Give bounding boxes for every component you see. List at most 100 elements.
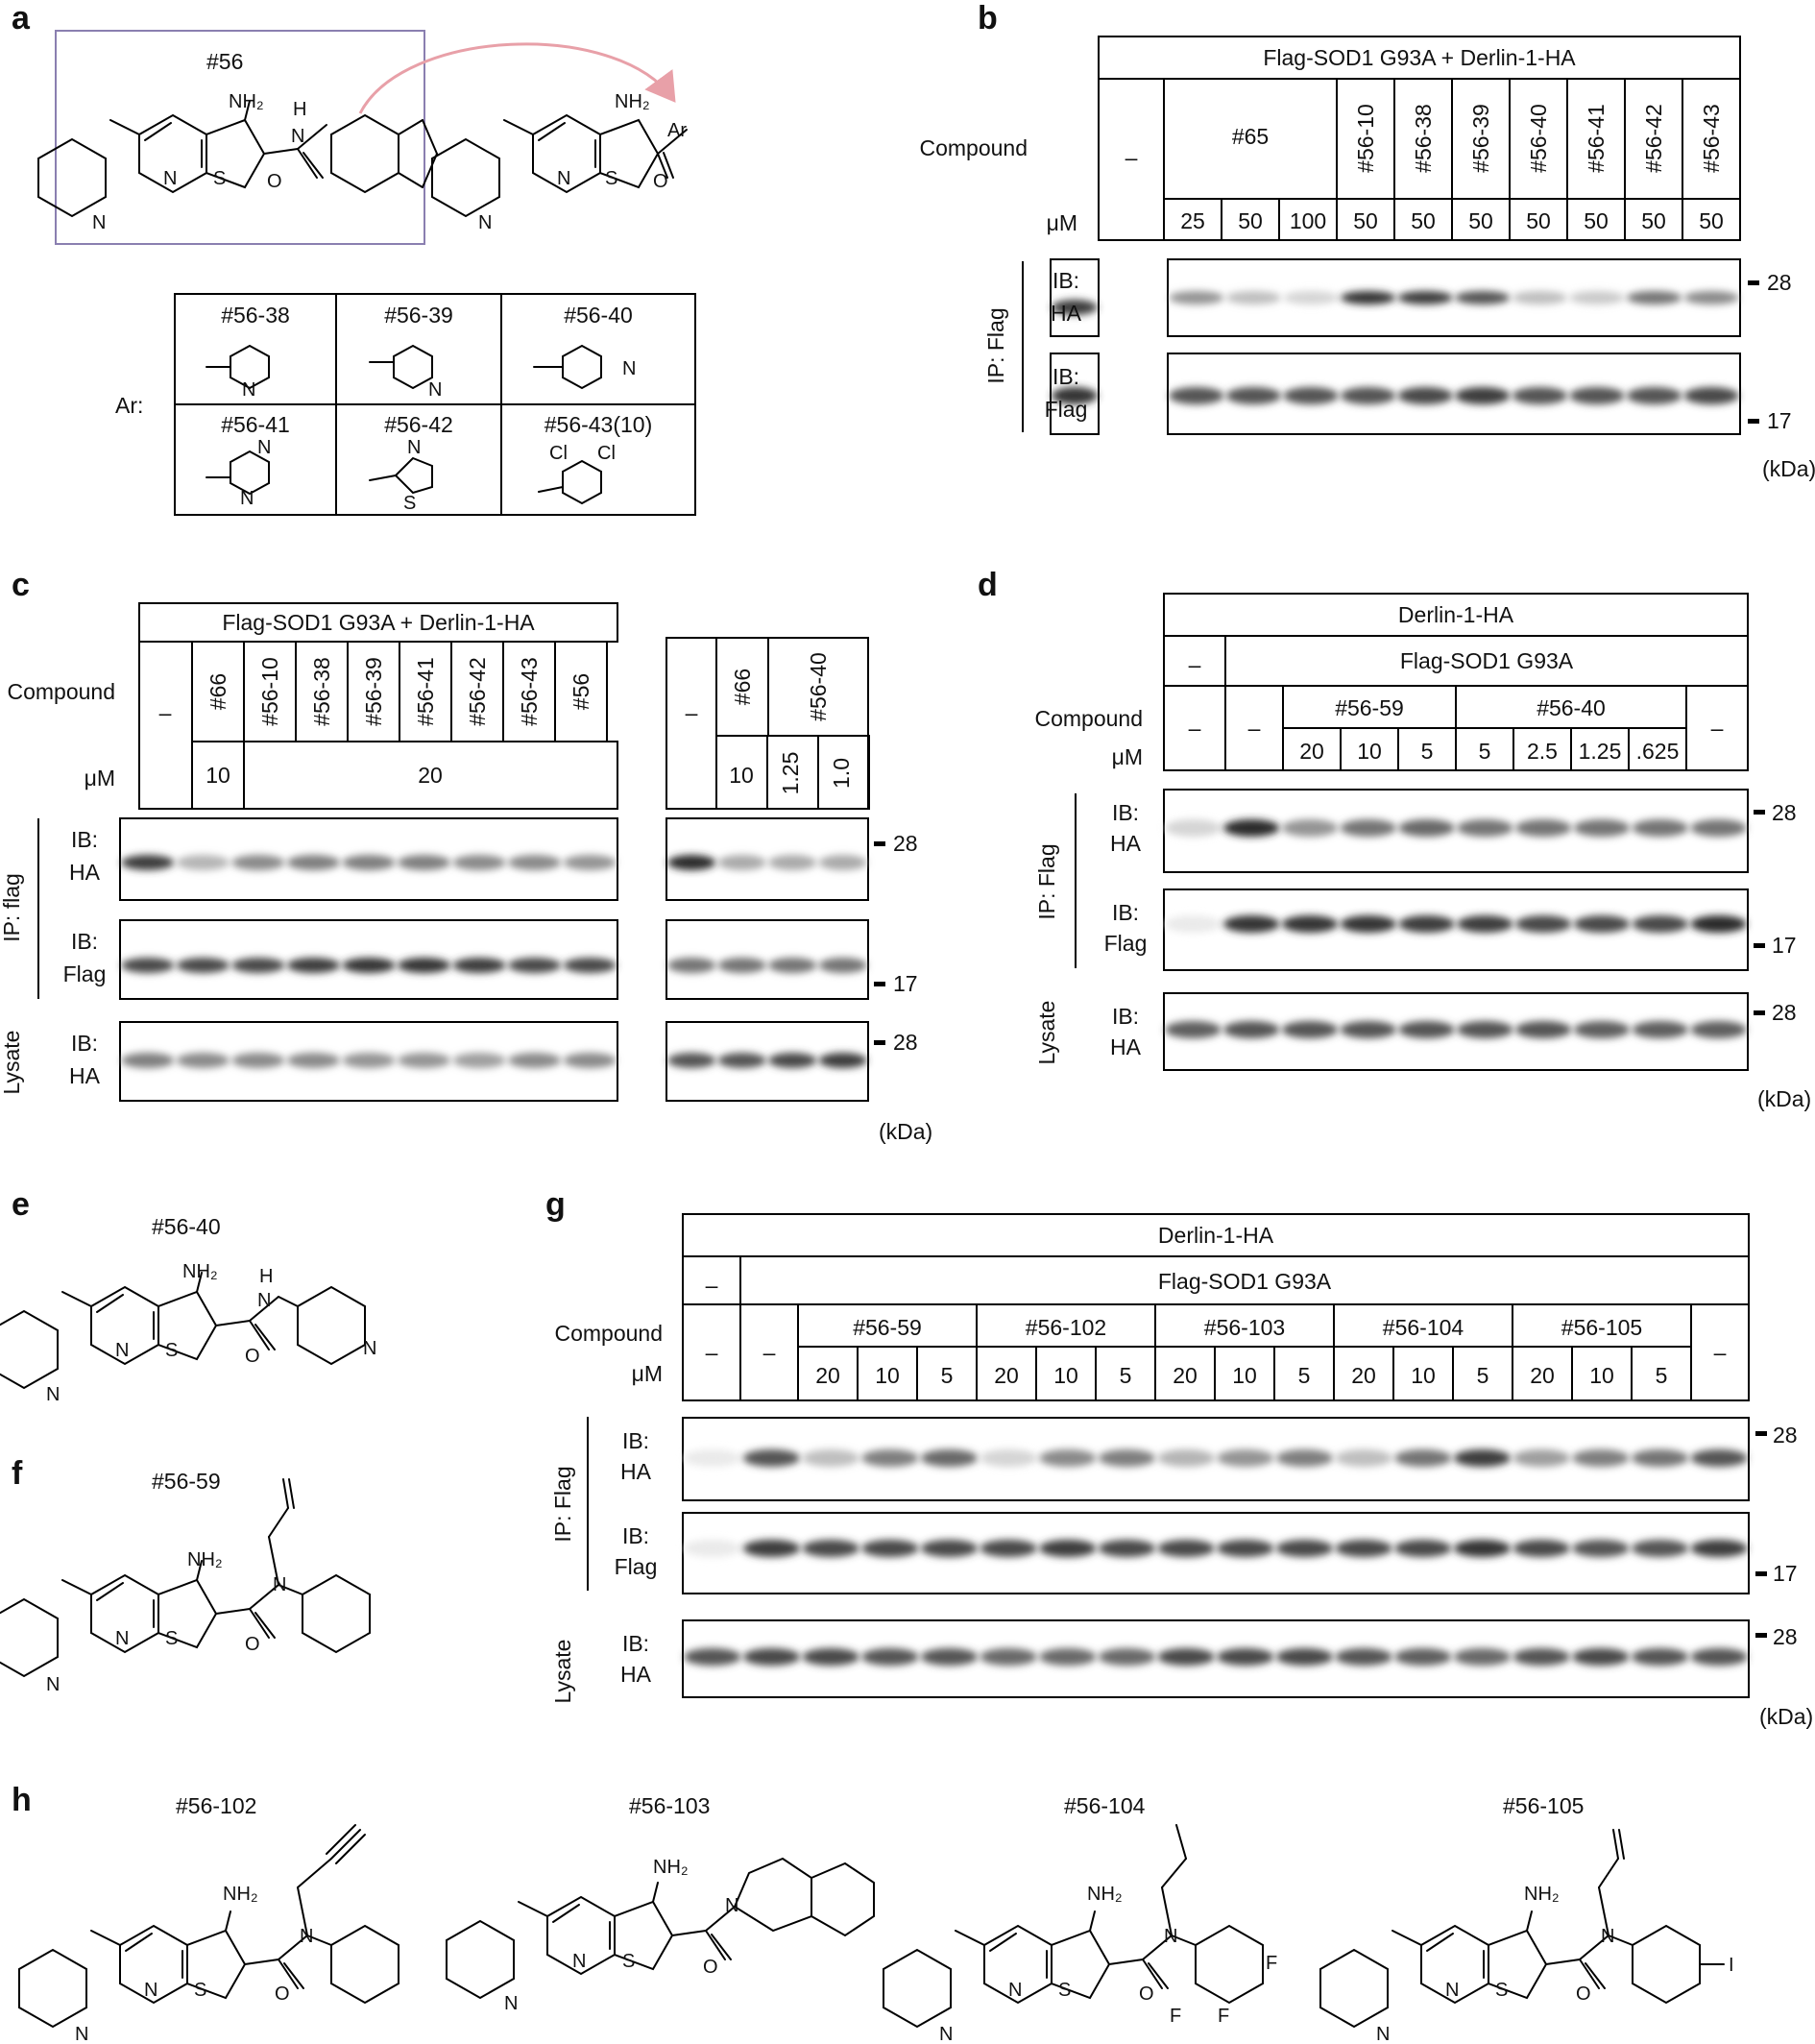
control-dash: – [1248, 716, 1261, 741]
band [1340, 819, 1396, 837]
band [1281, 1021, 1339, 1038]
ar-cl-atom: Cl [597, 443, 616, 464]
dose-value: 50 [1641, 208, 1666, 233]
control-dash: – [686, 700, 698, 725]
ar-cell-label: #56-43(10) [544, 412, 653, 437]
panel-letter-h: h [12, 1782, 32, 1818]
marker-tick [1754, 1010, 1765, 1015]
ar-cell-label: #56-42 [384, 412, 453, 437]
band [920, 1648, 979, 1666]
compound-56-s: S [213, 168, 226, 189]
d-lysate-label: Lysate [1034, 1001, 1059, 1065]
e-n: N [115, 1340, 129, 1361]
b-ib-flag-label-2: Flag [1045, 397, 1088, 422]
dose-value: 50 [1584, 208, 1609, 233]
band [1223, 1021, 1280, 1038]
band [768, 1053, 817, 1068]
c-compound-columns: –#66#56-10#56-38#56-39#56-41#56-42#56-43… [138, 637, 870, 810]
marker-tick [874, 841, 885, 846]
blot-frame [1163, 888, 1749, 971]
band [684, 1449, 741, 1467]
band [1335, 1540, 1392, 1557]
ib-label: IB: [1112, 1004, 1139, 1029]
blot-frame [1163, 789, 1749, 873]
d-header: Derlin-1-HA [1398, 602, 1514, 627]
band [1157, 1648, 1215, 1666]
c-compound-label: Compound [7, 679, 115, 704]
ib-label: IB: [71, 827, 98, 852]
dose-value: 5 [1479, 739, 1491, 764]
h104-f2: F [1218, 2006, 1229, 2027]
compound-group-label: #56-105 [1561, 1315, 1642, 1340]
band [1283, 291, 1339, 304]
band [1512, 1449, 1570, 1467]
dose-value: 20 [418, 763, 443, 788]
control-dash: – [1711, 716, 1724, 741]
band [1512, 387, 1568, 404]
band [1631, 1648, 1689, 1666]
blot-frame-right [666, 919, 869, 1000]
panel-letter-f: f [12, 1455, 23, 1492]
band [1572, 1540, 1630, 1557]
thiazolyl-ring [369, 456, 433, 495]
dose-value: 5 [1421, 739, 1434, 764]
ar-n-atom: N [622, 358, 636, 379]
band [861, 1648, 919, 1666]
f-nh2: NH₂ [187, 1549, 223, 1570]
band [1690, 1648, 1748, 1666]
c-marker-28-b: 28 [893, 1030, 918, 1055]
dose-value: 50 [1699, 208, 1724, 233]
h-label-104: #56-104 [1064, 1793, 1146, 1818]
dose-value: 50 [1353, 208, 1378, 233]
ar-n-atom: N [240, 488, 254, 509]
band [1397, 387, 1453, 404]
ar-cell-label: #56-39 [384, 303, 453, 328]
band [1039, 1540, 1097, 1557]
band [452, 855, 506, 870]
c-um-label: μM [85, 766, 115, 791]
band [684, 1648, 741, 1666]
d-marker-17: 17 [1772, 933, 1797, 958]
dose-value: 100 [1290, 208, 1326, 233]
band [342, 855, 396, 870]
band [1340, 915, 1396, 933]
band [1569, 291, 1625, 304]
band [176, 958, 230, 973]
compound-column-label: #66 [206, 673, 230, 710]
band [920, 1449, 979, 1467]
panel-letter-c: c [12, 567, 30, 603]
band [563, 1053, 617, 1068]
band [1217, 1540, 1274, 1557]
compound-56-highlight-box [55, 30, 425, 245]
b-compound-label: Compound [919, 135, 1028, 160]
marker-tick [1755, 1633, 1767, 1638]
band [818, 958, 867, 973]
ar-cl-atom: Cl [549, 443, 568, 464]
dose-value: 5 [1477, 1363, 1489, 1388]
band [1683, 387, 1739, 404]
panel-letter-g: g [545, 1186, 566, 1223]
band [1515, 819, 1572, 837]
ib-target-label: Flag [615, 1554, 658, 1579]
panel-letter-d: d [978, 567, 998, 603]
ar-label: Ar: [115, 393, 143, 418]
band [1631, 1449, 1689, 1467]
f-n-pyr: N [46, 1674, 60, 1695]
band [286, 958, 341, 973]
h102-n-pyr: N [75, 2024, 88, 2044]
ib-label: IB: [1112, 900, 1139, 925]
scaffold-n-ring: N [478, 212, 492, 233]
ar-n-atom: N [257, 437, 271, 458]
band [1632, 819, 1688, 837]
c-kda: (kDa) [879, 1119, 932, 1144]
band [1335, 1648, 1392, 1666]
h105-n-ring: N [1445, 1980, 1459, 2001]
h104-n-pyr: N [939, 2024, 953, 2044]
band [1573, 1021, 1631, 1038]
band [1169, 291, 1224, 304]
dose-value: .625 [1636, 739, 1680, 764]
compound-56-nh2: NH₂ [229, 91, 264, 112]
band [861, 1449, 919, 1467]
